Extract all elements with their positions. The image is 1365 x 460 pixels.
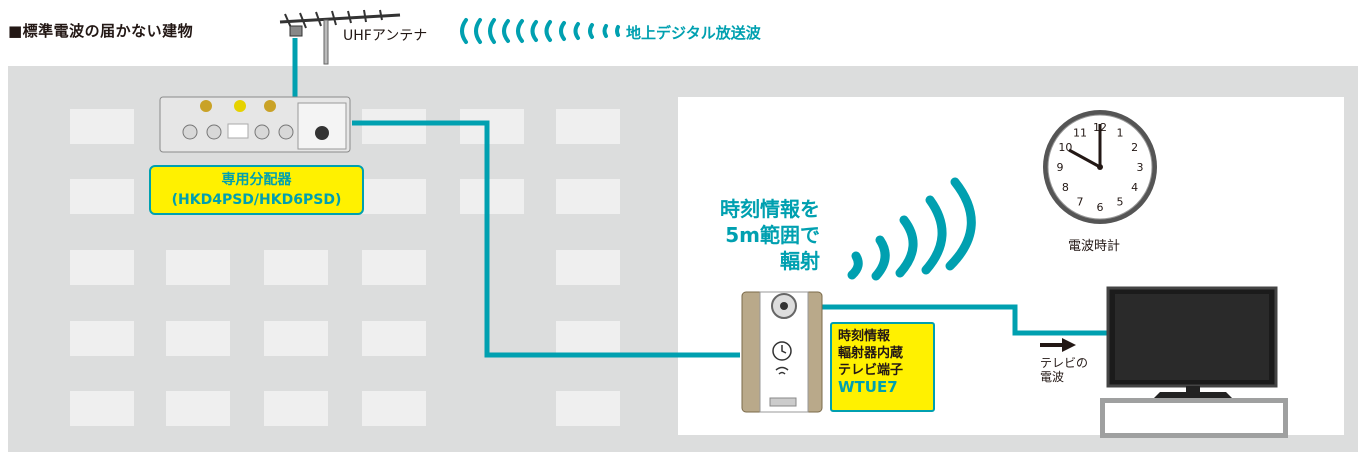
television-icon <box>1106 286 1278 398</box>
clock-label: 電波時計 <box>1068 239 1121 254</box>
splitter-model: (HKD4PSD/HKD6PSD) <box>171 192 342 208</box>
building-window <box>556 250 620 285</box>
clock-numeral: 6 <box>1097 201 1104 214</box>
terminal-desc-line: 輻射器内蔵 <box>838 346 904 361</box>
radiation-wave-icon <box>847 177 976 281</box>
building-window <box>70 321 134 356</box>
radiate-caption: 時刻情報を 5m範囲で 輻射 <box>690 196 820 274</box>
radiate-line: 5m範囲で <box>725 223 820 247</box>
clock-numeral: 8 <box>1062 181 1069 194</box>
arrow-right-icon <box>1040 338 1076 352</box>
building-window <box>70 391 134 426</box>
clock-numeral: 11 <box>1073 126 1087 139</box>
tv-stand <box>1100 398 1288 438</box>
splitter-name: 専用分配器 <box>221 172 292 188</box>
broadcast-wave-icon <box>460 18 620 44</box>
building-window <box>166 321 230 356</box>
wall-clock-icon: 121234567891011 <box>1043 110 1157 224</box>
splitter-callout: 専用分配器 (HKD4PSD/HKD6PSD) <box>149 165 364 215</box>
tv-label-line: テレビの <box>1040 356 1089 370</box>
clock-numeral: 1 <box>1117 126 1124 139</box>
building-window <box>264 391 328 426</box>
building-window <box>460 109 524 144</box>
building-window <box>556 109 620 144</box>
clock-numeral: 7 <box>1077 196 1084 209</box>
building-window <box>556 391 620 426</box>
page-heading: ■標準電波の届かない建物 <box>8 22 194 40</box>
clock-numeral: 9 <box>1057 161 1064 174</box>
building-window <box>362 179 426 214</box>
terminal-model: WTUE7 <box>838 378 898 396</box>
terminal-desc-line: テレビ端子 <box>838 363 904 378</box>
broadcast-label: 地上デジタル放送波 <box>626 24 761 42</box>
terminal-desc-line: 時刻情報 <box>838 329 891 344</box>
building-window <box>166 391 230 426</box>
building-window <box>264 321 328 356</box>
radiate-line: 時刻情報を <box>720 197 820 221</box>
terminal-to-tv-cable <box>822 304 1108 336</box>
clock-numeral: 4 <box>1131 181 1138 194</box>
antenna-label: UHFアンテナ <box>343 28 428 44</box>
uhf-antenna-icon <box>279 9 401 65</box>
building-window <box>70 109 134 144</box>
building-window <box>362 109 426 144</box>
building-window <box>362 250 426 285</box>
tv-terminal-device-icon <box>741 291 823 413</box>
building-window <box>556 321 620 356</box>
building-window <box>362 321 426 356</box>
clock-numeral: 2 <box>1131 141 1138 154</box>
tv-label-line: 電波 <box>1040 370 1065 384</box>
building-window <box>70 250 134 285</box>
splitter-device-icon <box>159 96 351 153</box>
building-window <box>166 250 230 285</box>
clock-numeral: 3 <box>1137 161 1144 174</box>
building-window <box>362 391 426 426</box>
terminal-callout: 時刻情報 輻射器内蔵 テレビ端子 WTUE7 <box>830 322 935 412</box>
building-window <box>556 179 620 214</box>
tv-signal-label: テレビの 電波 <box>1040 356 1088 384</box>
building-window <box>460 179 524 214</box>
radiate-line: 輻射 <box>780 249 820 273</box>
building-window <box>264 250 328 285</box>
clock-numeral: 5 <box>1117 196 1124 209</box>
splitter-to-terminal-cable <box>352 120 740 358</box>
building-window <box>70 179 134 214</box>
